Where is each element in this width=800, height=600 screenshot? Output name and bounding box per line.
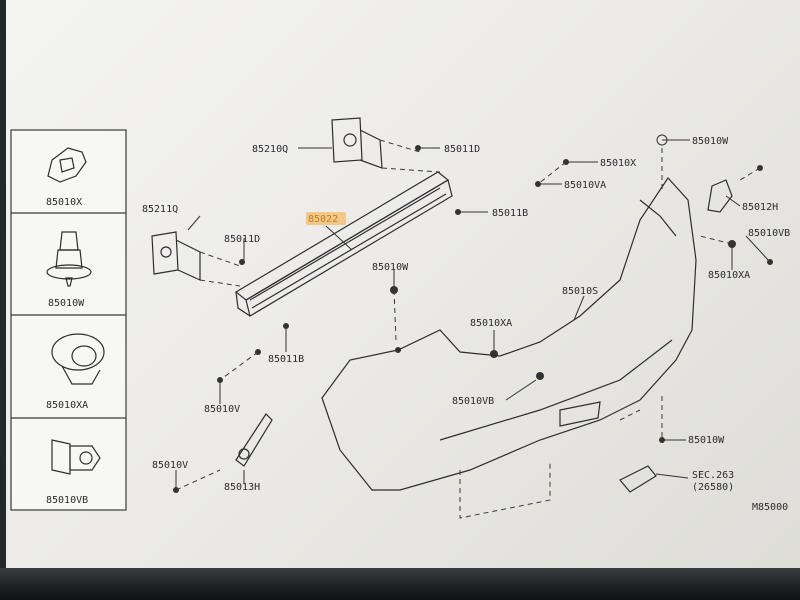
- callout-85210q[interactable]: 85210Q: [252, 144, 288, 155]
- callout-85011d-upper[interactable]: 85011D: [444, 144, 480, 155]
- callout-labels: 85210Q 85211Q 85011D 85011D 85011B 85011…: [142, 136, 790, 513]
- bracket-85012h: [707, 179, 733, 213]
- legend-label-85010xa: 85010XA: [46, 400, 88, 411]
- hardware-markers: [173, 134, 773, 493]
- legend-label-85010vb: 85010VB: [46, 495, 88, 506]
- callout-85010vb-right[interactable]: 85010VB: [748, 228, 790, 239]
- monitor-bezel-bottom: [0, 568, 800, 600]
- highlight-marker: [306, 212, 346, 225]
- parts-legend: 85010X 85010W 85010XA 85010VB: [10, 129, 127, 511]
- callout-85011b-upper[interactable]: 85011B: [492, 208, 528, 219]
- leader-lines: [175, 139, 771, 490]
- figure-code: M85000: [752, 502, 788, 513]
- callout-85010w-top[interactable]: 85010W: [692, 136, 729, 147]
- callout-85010v-left[interactable]: 85010V: [204, 404, 240, 415]
- callout-85010xa-right[interactable]: 85010XA: [708, 270, 750, 281]
- callout-85011d-lower[interactable]: 85011D: [224, 234, 260, 245]
- legend-clip-x-icon: [47, 147, 87, 183]
- bumper-fascia: [321, 177, 697, 491]
- callout-85010w-mid[interactable]: 85010W: [372, 262, 409, 273]
- callout-85010x-top[interactable]: 85010X: [600, 158, 636, 169]
- callout-85010w-low[interactable]: 85010W: [688, 435, 725, 446]
- legend-bolt-vb-icon: [51, 439, 101, 475]
- callout-85211q[interactable]: 85211Q: [142, 204, 178, 215]
- callout-85010s[interactable]: 85010S: [562, 286, 598, 297]
- assembly-lines: [175, 148, 761, 519]
- monitor-bezel-left: [0, 0, 6, 600]
- callout-85013h[interactable]: 85013H: [224, 482, 260, 493]
- bumper-reinforcement-beam: [234, 171, 453, 317]
- callout-85011b-lower[interactable]: 85011B: [268, 354, 304, 365]
- callout-85022[interactable]: 85022: [308, 214, 338, 225]
- callout-sec-263-sub: (26580): [692, 482, 734, 493]
- callout-85010v-low[interactable]: 85010V: [152, 460, 188, 471]
- bracket-85211q: [151, 231, 241, 287]
- section-263-part: [619, 465, 657, 493]
- callout-85012h[interactable]: 85012H: [742, 202, 778, 213]
- callout-85010vb-mid[interactable]: 85010VB: [452, 396, 494, 407]
- bracket-85013h: [235, 413, 273, 467]
- legend-clip-w-icon: [46, 231, 92, 287]
- callout-sec-263[interactable]: SEC.263: [692, 470, 734, 481]
- bracket-85210q: [331, 117, 441, 173]
- callout-85010xa-mid[interactable]: 85010XA: [470, 318, 512, 329]
- legend-grommet-xa-icon: [51, 333, 105, 385]
- callout-85010va[interactable]: 85010VA: [564, 180, 606, 191]
- legend-label-85010w: 85010W: [48, 298, 85, 309]
- legend-label-85010x: 85010X: [46, 197, 82, 208]
